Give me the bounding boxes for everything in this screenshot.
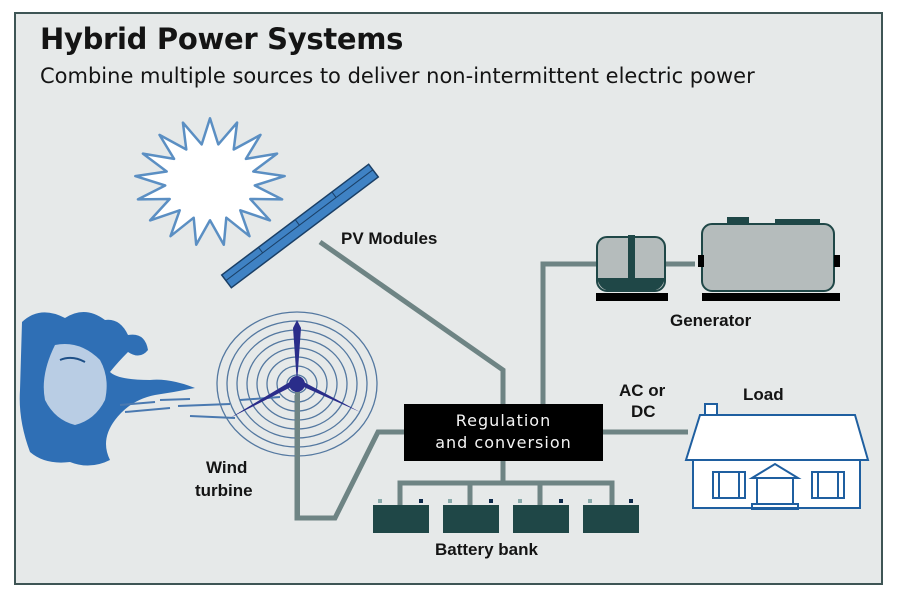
battery-icon	[583, 499, 639, 533]
sun-icon	[134, 117, 286, 246]
wind-label-line1: Wind	[206, 458, 248, 477]
solar-panel-icon	[220, 163, 380, 289]
wires	[294, 239, 695, 521]
wind-label-line2: turbine	[195, 481, 253, 500]
regulation-conversion-box: Regulation and conversion	[404, 404, 603, 461]
regulation-label-line2: and conversion	[435, 433, 572, 452]
page-subtitle: Combine multiple sources to deliver non-…	[40, 64, 755, 88]
regulation-label-line1: Regulation	[455, 411, 552, 430]
battery-icon	[443, 499, 499, 533]
generator-icon	[596, 217, 840, 301]
wire-generator-to-regulation	[540, 261, 598, 404]
generator-label: Generator	[670, 311, 752, 330]
wind-god-icon	[19, 311, 281, 466]
house-icon	[684, 403, 870, 510]
page-title: Hybrid Power Systems	[40, 22, 404, 56]
wire-wind-to-regulation	[294, 395, 404, 521]
battery-bank	[373, 499, 639, 533]
ac-dc-label-line2: DC	[631, 402, 656, 421]
ac-dc-label-line1: AC or	[619, 381, 666, 400]
battery-bank-label: Battery bank	[435, 540, 538, 559]
pv-modules-label: PV Modules	[341, 229, 438, 248]
wire-battery-bus	[397, 480, 615, 505]
wire-pv-to-regulation	[318, 239, 506, 405]
battery-icon	[513, 499, 569, 533]
wind-turbine-icon	[216, 311, 378, 520]
load-label: Load	[743, 385, 784, 404]
battery-icon	[373, 499, 429, 533]
